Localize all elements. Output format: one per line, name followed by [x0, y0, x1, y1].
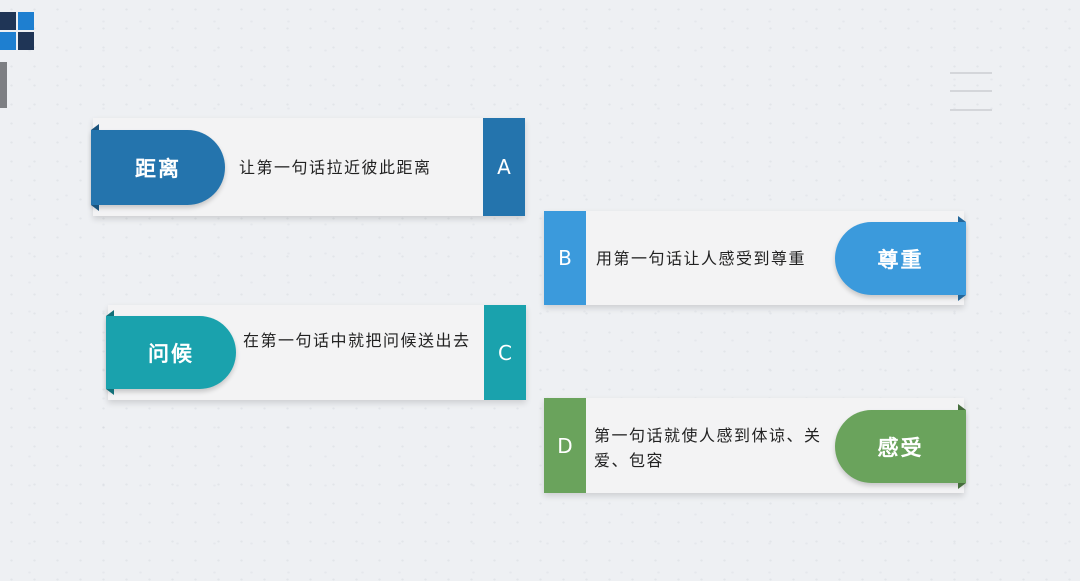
- item-b-fold-top: [958, 216, 966, 222]
- item-d-fold-top: [958, 404, 966, 410]
- item-b-fold-bottom: [958, 295, 966, 301]
- item-c-fold-bottom: [106, 389, 114, 395]
- item-c-letter: C: [484, 305, 526, 400]
- item-b-text: 用第一句话让人感受到尊重: [596, 249, 807, 268]
- item-a-fold-bottom: [91, 205, 99, 211]
- item-d-letter: D: [544, 398, 586, 493]
- item-a-keyword: 距离: [91, 130, 225, 205]
- item-d-text: 第一句话就使人感到体谅、关爱、包容: [594, 426, 822, 470]
- three-lines-icon: [950, 72, 992, 114]
- item-c-text: 在第一句话中就把问候送出去: [243, 331, 471, 350]
- item-c-fold-top: [106, 310, 114, 316]
- item-b-keyword: 尊重: [835, 222, 966, 295]
- item-a-text: 让第一句话拉近彼此距离: [239, 158, 432, 177]
- item-d-keyword: 感受: [835, 410, 966, 483]
- item-d-fold-bottom: [958, 483, 966, 489]
- item-a-fold-top: [91, 124, 99, 130]
- side-accent-bar: [0, 62, 7, 108]
- item-a-letter: A: [483, 118, 525, 216]
- item-b-letter: B: [544, 211, 586, 305]
- item-c-keyword: 问候: [106, 316, 236, 389]
- four-squares-logo: [0, 12, 34, 50]
